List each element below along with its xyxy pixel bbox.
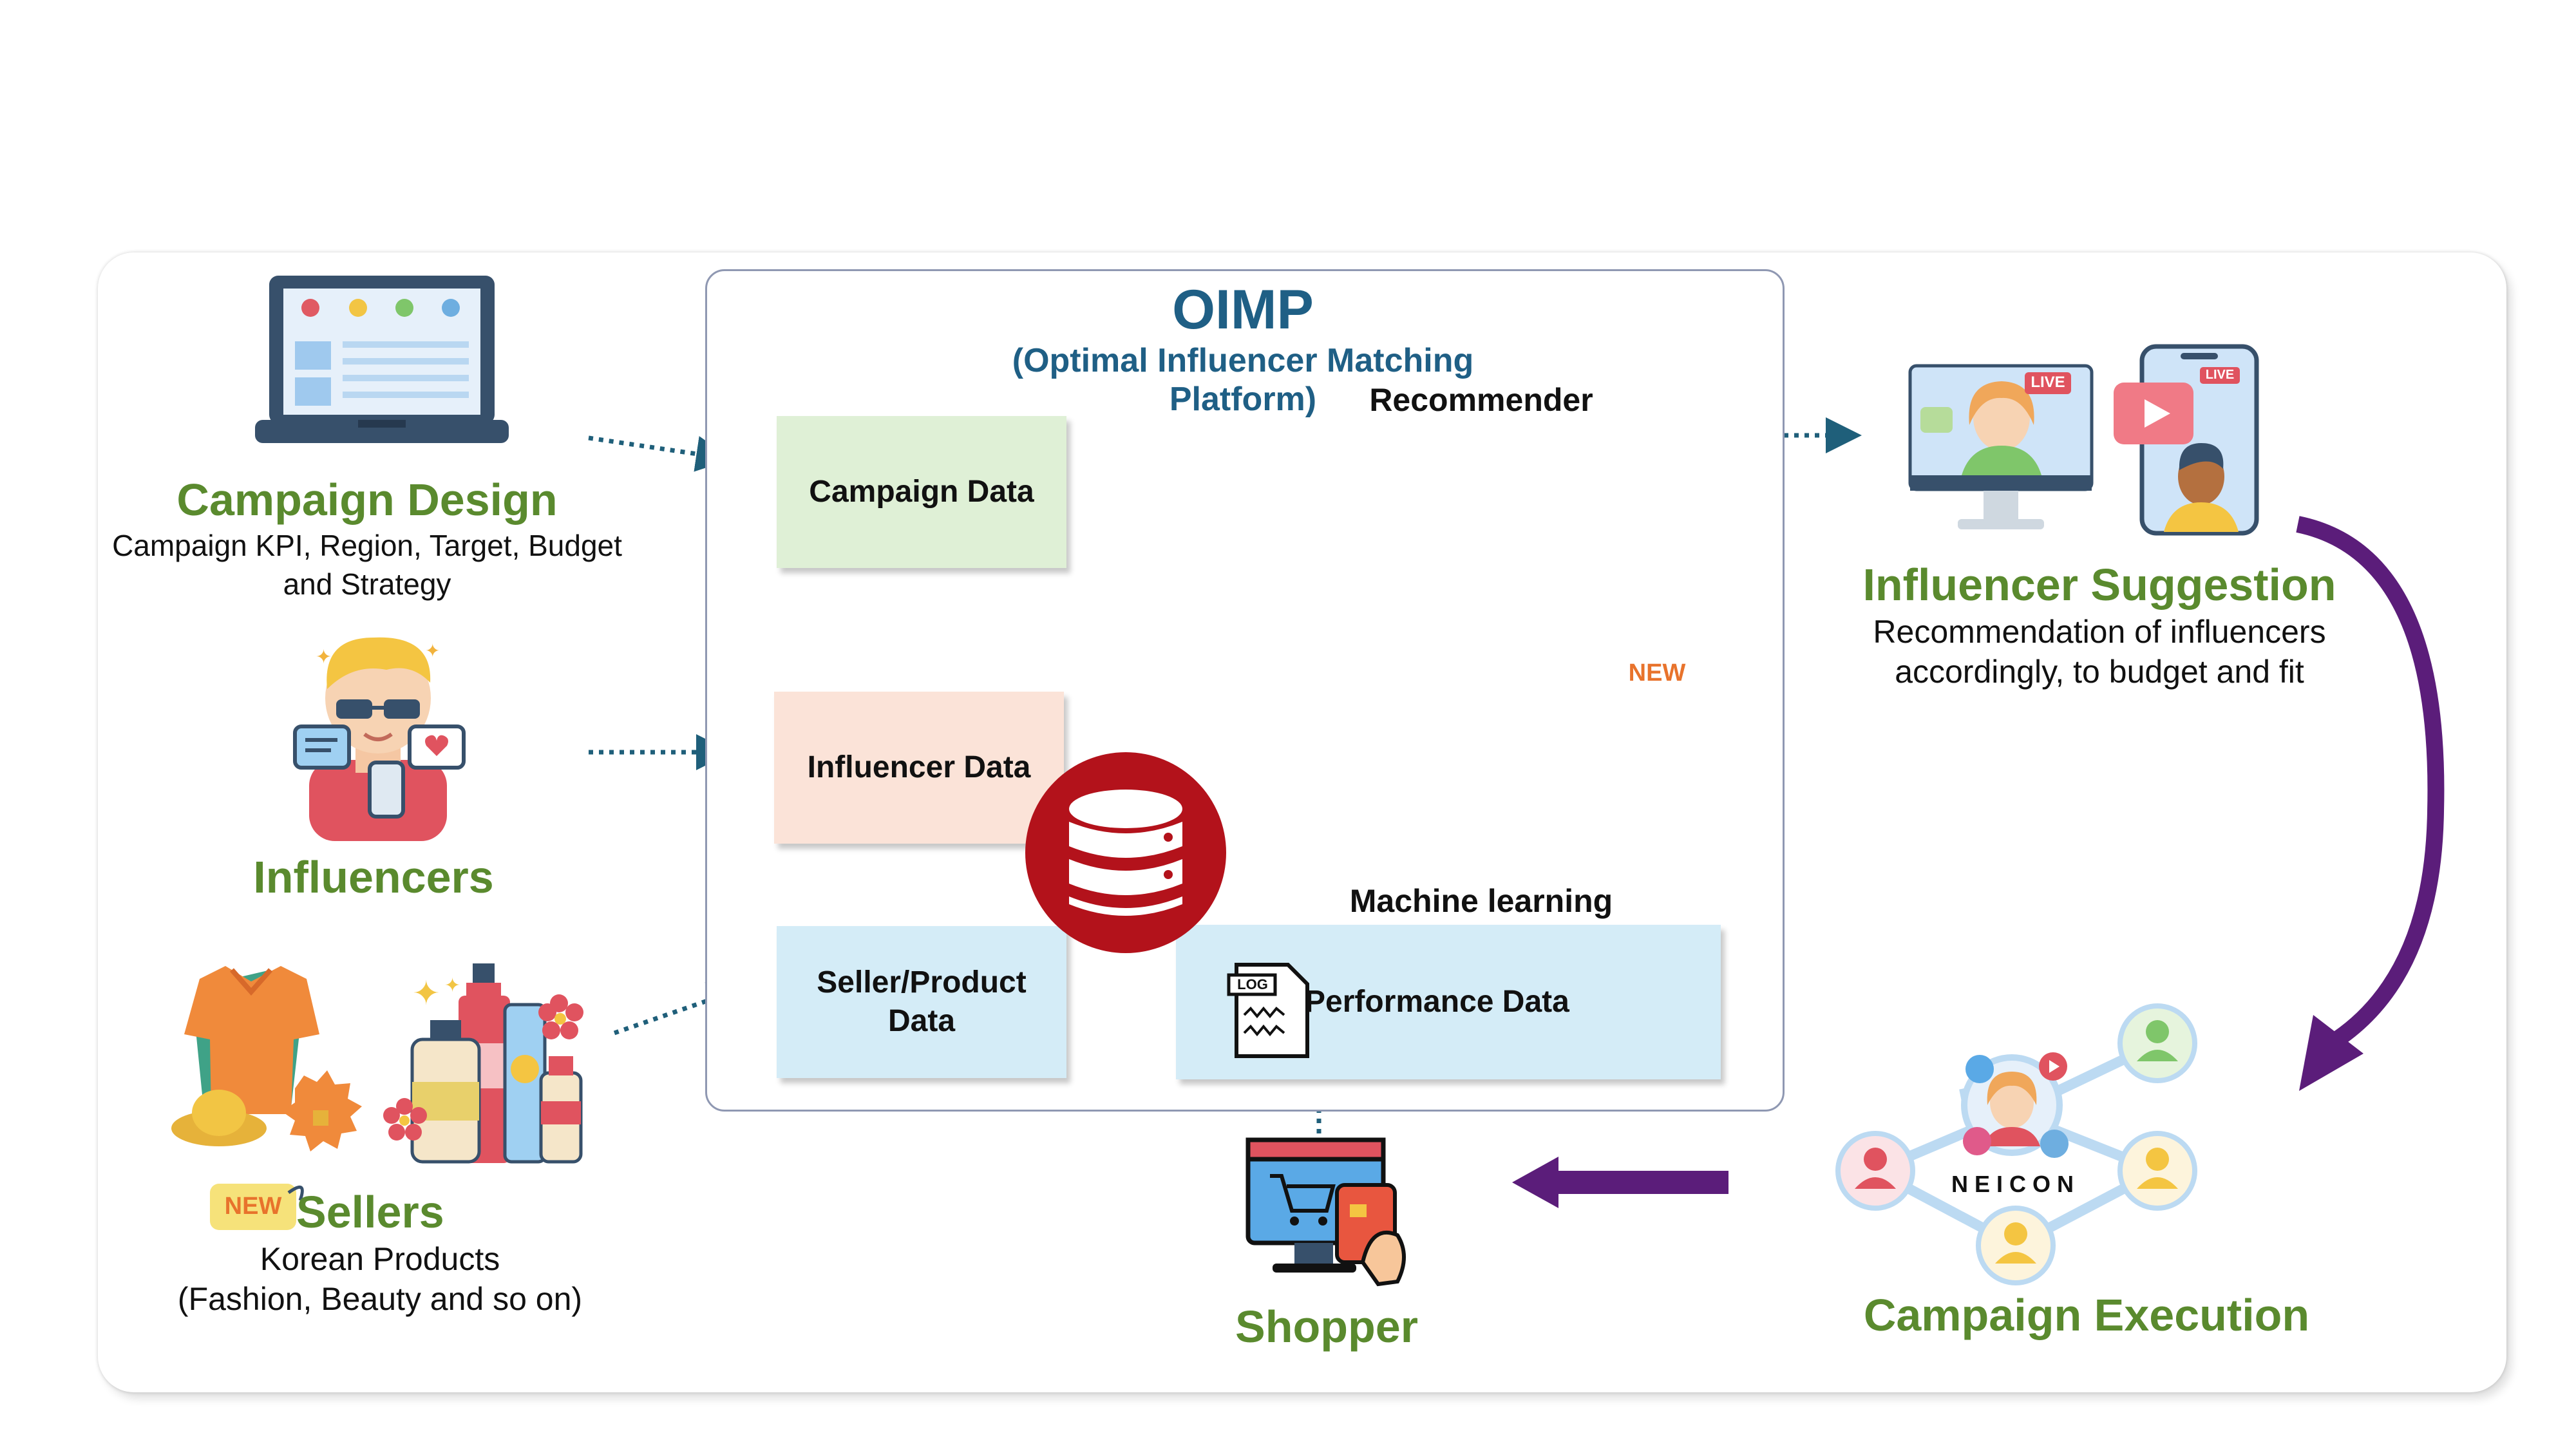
cosmetics-icon: ✦ ✦	[383, 963, 583, 1164]
purple-left-arrow	[1512, 1157, 1728, 1208]
influencer-suggestion-desc-line2: accordingly, to budget and fit	[1895, 654, 2304, 690]
oimp-title: OIMP	[1172, 279, 1314, 341]
purple-curved-arrow	[2296, 516, 2445, 1091]
seller-product-data-box: Seller/Product Data	[777, 926, 1066, 1078]
recommender-title: Recommender	[1369, 382, 1593, 418]
live-stream-monitor-icon	[1908, 364, 2094, 529]
influencer-suggestion-title: Influencer Suggestion	[1862, 560, 2336, 610]
clothing-icon	[171, 966, 362, 1151]
ml-new-badge: NEW	[1628, 659, 1686, 687]
oimp-subtitle-line1: (Optimal Influencer Matching	[1012, 342, 1474, 379]
performance-data-label: Performance Data	[1305, 985, 1569, 1019]
oimp-subtitle-line2: Platform)	[1169, 381, 1317, 418]
influencer-network-icon	[1835, 1003, 2197, 1285]
live-stream-phone-icon	[2114, 344, 2259, 536]
machine-learning-title: Machine learning	[1349, 883, 1613, 919]
campaign-execution-title: Campaign Execution	[1863, 1290, 2310, 1340]
svg-text:✦: ✦	[316, 647, 332, 668]
campaign-design-desc-line1: Campaign KPI, Region, Target, Budget	[112, 529, 622, 562]
influencers-title: Influencers	[253, 852, 494, 902]
shopper-icon	[1245, 1137, 1406, 1287]
sellers-title: Sellers	[296, 1187, 444, 1237]
sellers-new-badge: NEW	[224, 1193, 282, 1220]
influencer-data-label: Influencer Data	[807, 750, 1031, 784]
influencer-person-icon: ✦ ✦	[293, 637, 466, 841]
sellers-desc-line2: (Fashion, Beauty and so on)	[177, 1281, 583, 1317]
sellers-desc-line1: Korean Products	[260, 1241, 500, 1277]
influencer-suggestion-desc-line1: Recommendation of influencers	[1873, 614, 2326, 650]
seller-product-data-label-line1: Seller/Product	[817, 965, 1027, 999]
campaign-design-title: Campaign Design	[176, 475, 558, 525]
svg-text:✦: ✦	[444, 975, 460, 996]
campaign-data-label: Campaign Data	[809, 475, 1034, 509]
shopper-title: Shopper	[1235, 1302, 1418, 1352]
performance-data-box: Performance Data	[1176, 925, 1721, 1079]
campaign-design-desc-line2: and Strategy	[283, 567, 451, 601]
laptop-icon	[255, 276, 509, 443]
seller-product-data-label-line2: Data	[887, 1004, 956, 1038]
neicon-brand: NEICON	[1951, 1171, 2081, 1197]
influencer-data-box: Influencer Data	[774, 692, 1064, 844]
log-label: LOG	[1237, 976, 1268, 992]
campaign-data-box: Campaign Data	[777, 416, 1066, 568]
svg-text:✦: ✦	[425, 641, 440, 661]
monitor-live-label: LIVE	[2031, 374, 2065, 391]
phone-live-label: LIVE	[2205, 368, 2235, 382]
svg-text:✦: ✦	[412, 975, 440, 1012]
